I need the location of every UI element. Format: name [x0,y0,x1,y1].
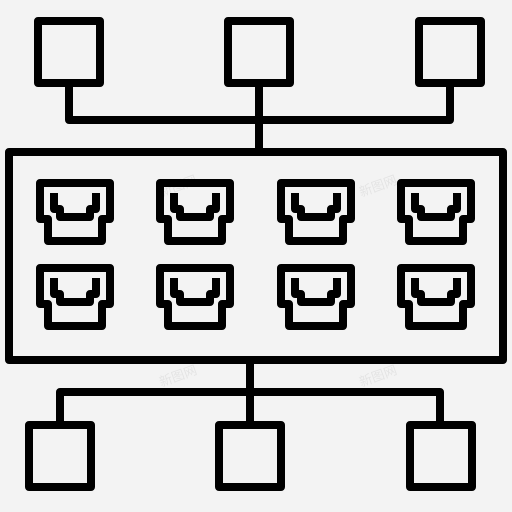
bottom-connectors [56,356,444,429]
bottom-node-left [25,421,95,491]
bottom-left-connector [56,388,254,429]
ethernet-port-icon [156,264,234,330]
ethernet-port-icon [397,264,475,330]
ethernet-port-icon [277,264,355,330]
watermark-text: 新图网 [157,362,199,390]
ethernet-port-icon [36,179,114,245]
top-node-group [34,17,485,87]
top-right-connector [255,79,454,124]
watermark-text: 新图网 [357,362,399,390]
watermark-text: 新图网 [357,172,399,200]
watermark-text: 新图网 [157,172,199,200]
port-grid [36,179,475,330]
ethernet-port-icon [397,179,475,245]
top-node-center [224,17,294,87]
top-node-right [415,17,485,87]
switch-body [5,148,507,364]
bottom-node-group [25,421,476,491]
ethernet-port-icon [277,179,355,245]
top-node-left [34,17,104,87]
bottom-node-center [215,421,285,491]
ethernet-port-icon [156,179,234,245]
bottom-right-connector [246,388,444,429]
ethernet-port-icon [36,264,114,330]
bottom-node-right [406,421,476,491]
top-left-connector [65,79,263,124]
top-connectors [65,79,454,156]
